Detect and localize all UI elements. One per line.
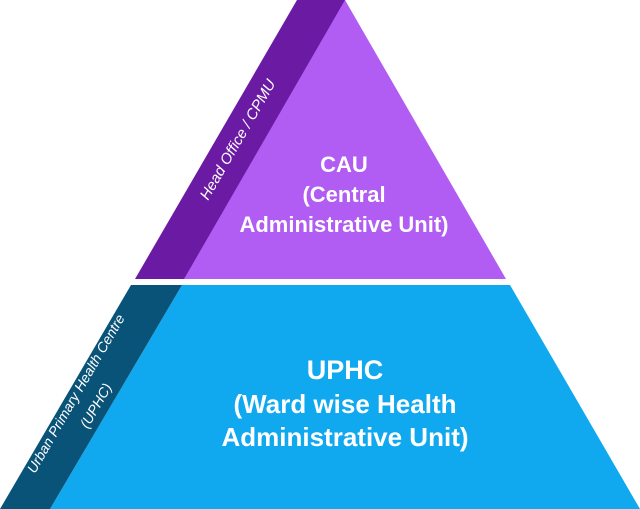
bottom-tier: Urban Primary Health Centre (UPHC) UPHC … [0,285,640,509]
top-tier-title-line-1: CAU [320,152,368,177]
bottom-tier-title-line-1: UPHC [307,355,384,385]
bottom-tier-side-band [0,285,182,509]
top-tier-face [184,0,506,279]
bottom-tier-title-line-2: (Ward wise Health [234,389,457,419]
top-tier-title-line-3: Administrative Unit) [239,212,448,237]
top-tier: Head Office / CPMU CAU (Central Administ… [135,0,506,279]
bottom-tier-title-line-3: Administrative Unit) [221,422,468,452]
top-tier-title-line-2: (Central [302,182,385,207]
top-tier-side-band [135,0,345,279]
bottom-tier-face [50,285,640,509]
